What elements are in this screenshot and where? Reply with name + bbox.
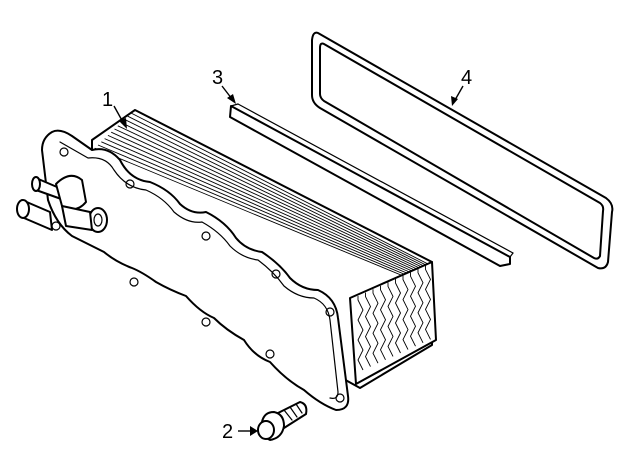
cooler-fin-line <box>97 144 431 286</box>
callout-1: 1 <box>102 89 113 111</box>
arrowhead-3 <box>227 94 236 104</box>
cooler-fin-line <box>101 141 431 284</box>
end-fin-wave <box>394 279 402 354</box>
end-fin-wave <box>357 296 364 371</box>
arrowhead-2 <box>250 426 258 436</box>
leader-4 <box>454 85 464 101</box>
cooler-fin-line <box>114 128 431 276</box>
cooler-fin-line <box>127 115 431 268</box>
cooler-fin-line <box>130 112 431 266</box>
callout-4: 4 <box>461 67 472 89</box>
cooler-fin-line <box>120 122 431 272</box>
cooler-fin-line <box>94 147 431 288</box>
end-fin-wave <box>402 275 409 350</box>
end-fin-wave <box>424 265 432 340</box>
strip-seal-icon[interactable] <box>229 103 514 267</box>
cooler-fin-line <box>107 134 431 280</box>
cooler-fin-line <box>117 125 431 274</box>
end-fin-wave <box>387 282 394 357</box>
cooler-fin-line <box>124 118 431 270</box>
arrowhead-1 <box>119 118 127 129</box>
end-fin-wave <box>417 268 424 344</box>
end-fin-wave <box>379 285 387 361</box>
callout-2: 2 <box>222 421 233 443</box>
gasket-icon[interactable] <box>311 31 614 270</box>
cooler-fin-line <box>111 131 431 278</box>
bolt-icon[interactable] <box>257 401 308 441</box>
arrowhead-4 <box>451 96 458 106</box>
end-fin-wave <box>372 289 379 364</box>
cooler-fin-line <box>104 138 431 282</box>
callout-3: 3 <box>212 67 223 89</box>
end-fin-wave <box>364 292 372 367</box>
oil-cooler-icon[interactable] <box>16 109 437 411</box>
end-fin-wave <box>409 272 417 347</box>
